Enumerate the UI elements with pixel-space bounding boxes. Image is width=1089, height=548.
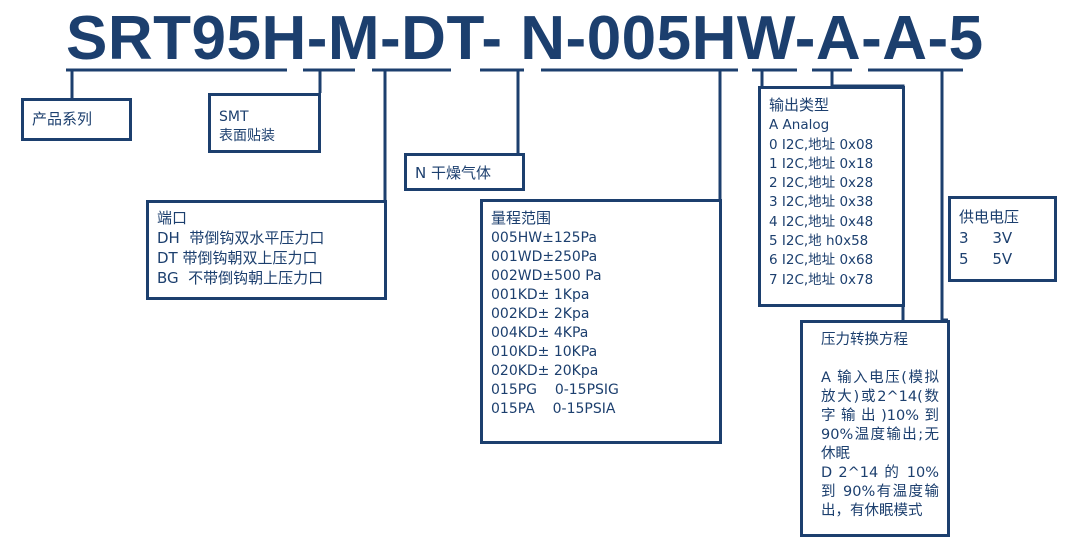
connector-supply bbox=[940, 70, 948, 322]
package-desc: 表面贴装 bbox=[219, 128, 275, 144]
range-option: 010KD± 10KPa bbox=[491, 344, 598, 360]
package-code: SMT bbox=[219, 109, 249, 125]
range-option: 015PA 0-15PSIA bbox=[491, 401, 616, 417]
range-heading: 量程范围 bbox=[491, 209, 552, 227]
range-option: 002KD± 2Kpa bbox=[491, 306, 590, 322]
part-number-title: SRT95H-M-DT- N-005HW-A-A-5 bbox=[66, 4, 984, 73]
output-option: 3 I2C,地址 0x38 bbox=[769, 194, 874, 211]
port-option: DH 带倒钩双水平压力口 bbox=[157, 229, 325, 247]
output-option: 7 I2C,地址 0x78 bbox=[769, 271, 874, 288]
output-option: 1 I2C,地址 0x18 bbox=[769, 155, 874, 172]
port-option: BG 不带倒钩朝上压力口 bbox=[157, 269, 324, 287]
range-option: 015PG 0-15PSIG bbox=[491, 382, 619, 398]
conversion-option-d: D 2^14 的 10%到 90%有温度输出，有休眠模式 bbox=[821, 465, 939, 519]
output-option: 5 I2C,地 h0x58 bbox=[769, 233, 869, 250]
conversion-box: 压力转换方程 A 输入电压(模拟放大)或2^14(数字输出)10%到 90%温度… bbox=[800, 320, 950, 537]
output-heading: 输出类型 bbox=[769, 96, 830, 114]
port-box: 端口 DH 带倒钩双水平压力口 DT 带倒钩朝双上压力口 BG 不带倒钩朝上压力… bbox=[146, 200, 387, 300]
port-heading: 端口 bbox=[157, 209, 188, 227]
output-box: 输出类型 A Analog 0 I2C,地址 0x08 1 I2C,地址 0x1… bbox=[758, 86, 905, 307]
supply-heading: 供电电压 bbox=[959, 208, 1020, 226]
range-option: 001KD± 1Kpa bbox=[491, 287, 590, 303]
series-box: 产品系列 bbox=[21, 98, 132, 141]
range-option: 005HW±125Pa bbox=[491, 230, 597, 246]
series-label: 产品系列 bbox=[32, 110, 93, 128]
output-option: 6 I2C,地址 0x68 bbox=[769, 252, 874, 269]
gas-box: N 干燥气体 bbox=[404, 153, 525, 191]
package-box: SMT 表面贴装 bbox=[208, 93, 321, 153]
output-option: 4 I2C,地址 0x48 bbox=[769, 213, 874, 230]
range-option: 001WD±250Pa bbox=[491, 249, 598, 265]
range-option: 002WD±500 Pa bbox=[491, 268, 602, 284]
supply-option: 5 5V bbox=[959, 250, 1013, 268]
conversion-heading: 压力转换方程 bbox=[821, 332, 908, 348]
gas-label: N 干燥气体 bbox=[415, 164, 491, 182]
range-option: 020KD± 20Kpa bbox=[491, 363, 599, 379]
supply-box: 供电电压 3 3V 5 5V bbox=[948, 196, 1057, 282]
port-option: DT 带倒钩朝双上压力口 bbox=[157, 249, 318, 267]
output-option: 2 I2C,地址 0x28 bbox=[769, 175, 874, 192]
conversion-option-a: A 输入电压(模拟放大)或2^14(数字输出)10%到 90%温度输出;无休眠 bbox=[821, 370, 939, 462]
output-option: 0 I2C,地址 0x08 bbox=[769, 136, 874, 153]
range-option: 004KD± 4KPa bbox=[491, 325, 589, 341]
output-option: A Analog bbox=[769, 117, 830, 134]
range-box: 量程范围 005HW±125Pa 001WD±250Pa 002WD±500 P… bbox=[480, 199, 722, 444]
supply-option: 3 3V bbox=[959, 229, 1013, 247]
